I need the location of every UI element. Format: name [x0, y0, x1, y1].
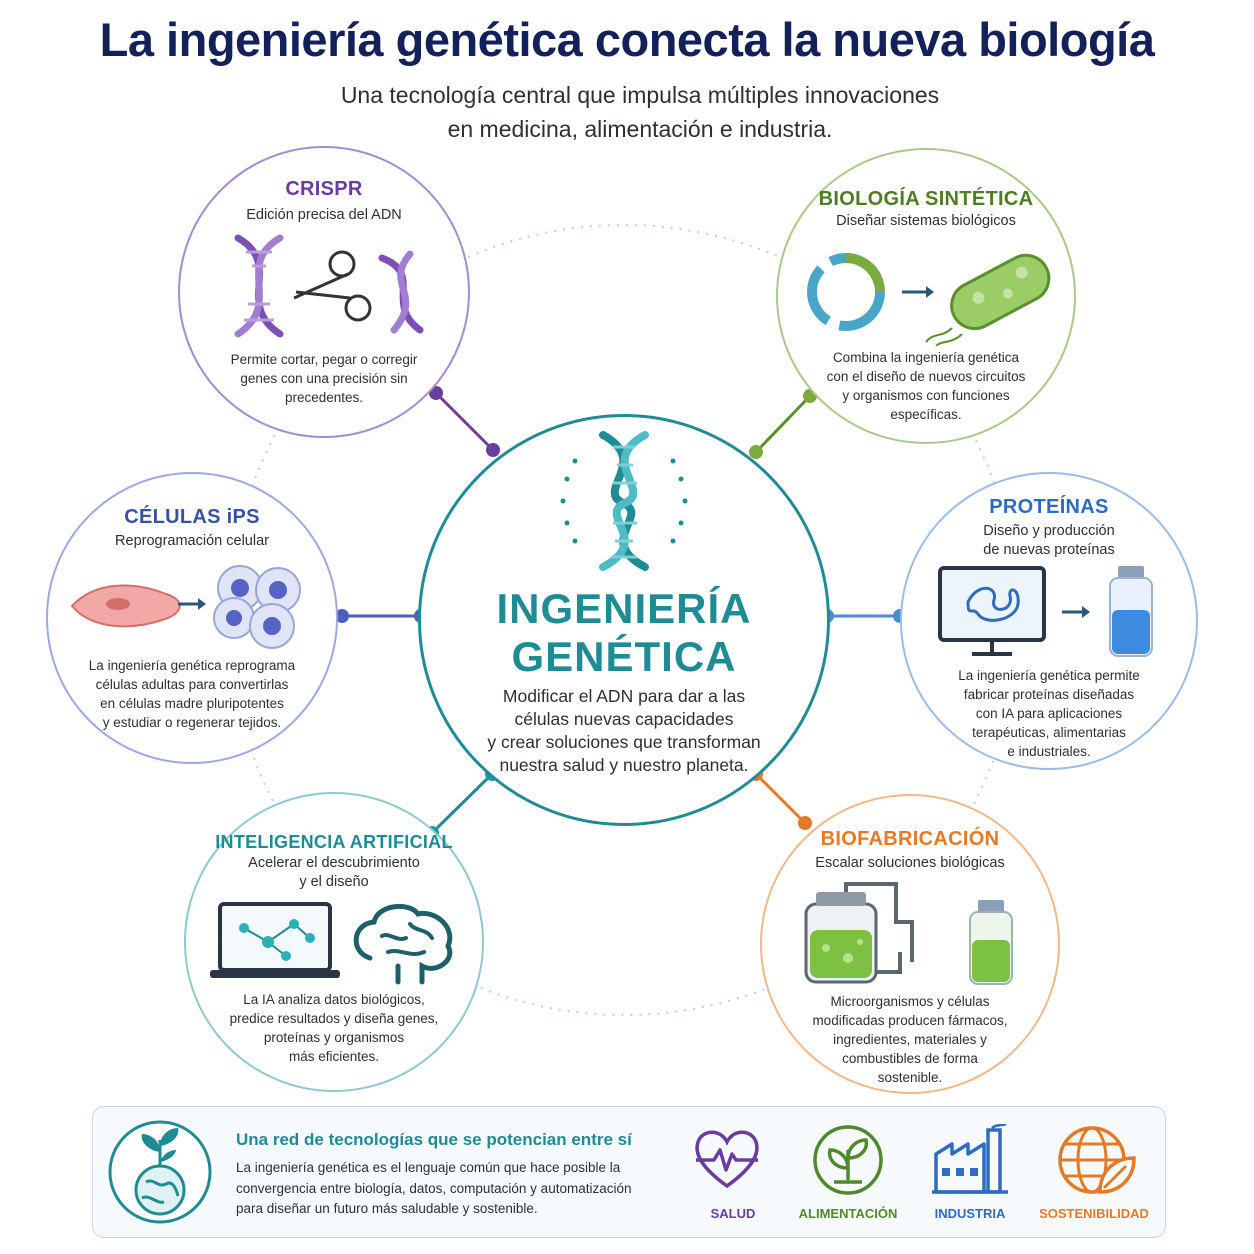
biofab-title: BIOFABRICACIÓN [820, 828, 1000, 850]
sprout-icon [813, 1125, 883, 1195]
proteinas-subtitle-line: de nuevas proteínas [983, 542, 1115, 558]
proteinas-desc-line: fabricar proteínas diseñadas [963, 687, 1135, 702]
laptop-brain-icon [210, 902, 453, 985]
center-desc-line: Modificar el ADN para dar a las [502, 686, 746, 706]
proteinas-desc-line: con IA para aplicaciones [975, 706, 1123, 721]
ia-desc-line: proteínas y organismos [263, 1030, 405, 1045]
proteinas-title: PROTEÍNAS [989, 496, 1109, 518]
biofab-desc-line: ingredientes, materiales y [833, 1032, 987, 1047]
page-subtitle: Una tecnología central que impulsa múlti… [240, 78, 1040, 146]
page-title: La ingeniería genética conecta la nueva … [99, 13, 1155, 66]
node-crispr: CRISPR Edición precisa del ADN Permite c… [178, 146, 470, 438]
circuit-bacteria-icon [807, 253, 1051, 346]
earth-sprout-icon [108, 1120, 212, 1224]
ia-desc-line: más eficientes. [288, 1049, 380, 1064]
ips-desc-line: células adultas para convertirlas [95, 677, 289, 692]
biofab-desc-line: modificadas producen fármacos, [812, 1013, 1008, 1028]
sintetica-desc-line: con el diseño de nuevos circuitos [826, 369, 1026, 384]
sintetica-desc-line: y organismos con funciones [842, 388, 1010, 403]
monitor-protein-vial-icon [938, 566, 1153, 657]
sintetica-desc-line: Combina la ingeniería genética [832, 350, 1020, 365]
ips-title: CÉLULAS iPS [124, 506, 260, 528]
node-celulas-ips: CÉLULAS iPS Reprogramación celular La in… [46, 472, 338, 764]
footer-text: La ingeniería genética es el lenguaje co… [236, 1158, 676, 1220]
subtitle-line-1: Una tecnología central que impulsa múlti… [340, 82, 940, 108]
biofab-subtitle: Escalar soluciones biológicas [815, 855, 1005, 871]
center-title: INGENIERÍA GENÉTICA [421, 585, 827, 681]
sintetica-subtitle: Diseñar sistemas biológicos [836, 213, 1016, 229]
biofab-description: Microorganismos y células modificadas pr… [792, 992, 1028, 1087]
sintetica-description: Combina la ingeniería genética con el di… [808, 348, 1044, 424]
sintetica-title: BIOLOGÍA SINTÉTICA [818, 188, 1034, 210]
globe-leaf-icon [1058, 1126, 1136, 1194]
subtitle-line-2: en medicina, alimentación e industria. [447, 116, 833, 142]
center-desc-line: células nuevas capacidades [514, 709, 734, 729]
center-description: Modificar el ADN para dar a las células … [461, 685, 787, 777]
impact-label-alimentacion: ALIMENTACIÓN [798, 1206, 898, 1221]
proteinas-desc-line: terapéuticas, alimentarias [972, 725, 1126, 740]
ips-subtitle: Reprogramación celular [115, 533, 269, 549]
impact-label-sostenibilidad: SOSTENIBILIDAD [1039, 1206, 1149, 1221]
ia-description: La IA analiza datos biológicos, predice … [216, 990, 452, 1066]
ia-subtitle-line: Acelerar el descubrimiento [248, 855, 420, 871]
heart-pulse-icon [695, 1130, 759, 1189]
spoke-sintetica [754, 394, 812, 454]
biofab-desc-line: Microorganismos y células [830, 994, 990, 1009]
dot-ips-outer [335, 609, 349, 623]
proteinas-subtitle-line: Diseño y producción [983, 523, 1115, 539]
dot-sintetica-inner [749, 445, 763, 459]
crispr-desc-line: precedentes. [284, 390, 364, 405]
spoke-ia [430, 772, 494, 835]
bioreactor-vial-icon [804, 882, 1013, 985]
crispr-desc-line: genes con una precisión sin [240, 371, 408, 386]
proteinas-description: La ingeniería genética permite fabricar … [932, 666, 1166, 761]
node-biologia-sintetica: BIOLOGÍA SINTÉTICA Diseñar sistemas biol… [776, 148, 1076, 444]
dot-biofab-outer [798, 816, 812, 830]
center-desc-line: y crear soluciones que transforman [487, 732, 761, 752]
dna-scissors-icon [234, 234, 424, 338]
crispr-title: CRISPR [285, 178, 363, 200]
ips-desc-line: La ingeniería genética reprograma [88, 658, 296, 673]
ips-description: La ingeniería genética reprograma célula… [78, 656, 306, 732]
crispr-subtitle: Edición precisa del ADN [246, 207, 402, 223]
ips-desc-line: en células madre pluripotentes [100, 696, 284, 711]
sintetica-desc-line: específicas. [890, 407, 962, 422]
node-biofabricacion: BIOFABRICACIÓN Escalar soluciones biológ… [760, 794, 1060, 1094]
spoke-biofab [754, 772, 807, 825]
spoke-crispr [434, 391, 495, 452]
node-ingenieria-genetica: INGENIERÍA GENÉTICA Modificar el ADN par… [418, 414, 830, 826]
ia-subtitle: Acelerar el descubrimiento y el diseño [186, 854, 482, 892]
proteinas-subtitle: Diseño y producción de nuevas proteínas [902, 522, 1196, 560]
center-title-line-2: GENÉTICA [511, 633, 737, 680]
center-desc-line: nuestra salud y nuestro planeta. [499, 755, 749, 775]
ia-desc-line: La IA analiza datos biológicos, [243, 992, 425, 1007]
factory-icon [932, 1124, 1008, 1194]
footer-text-line: convergencia entre biología, datos, comp… [236, 1180, 632, 1196]
crispr-description: Permite cortar, pegar o corregir genes c… [210, 350, 438, 407]
dot-crispr-inner [486, 443, 500, 457]
footer-text-line: para diseñar un futuro más saludable y s… [236, 1201, 538, 1216]
cell-reprogramming-icon [70, 565, 301, 649]
ia-subtitle-line: y el diseño [299, 874, 369, 890]
ia-desc-line: predice resultados y diseña genes, [229, 1011, 439, 1026]
node-inteligencia-artificial: INTELIGENCIA ARTIFICIAL Acelerar el desc… [184, 792, 484, 1092]
dna-helix-icon [560, 431, 688, 571]
center-title-line-1: INGENIERÍA [496, 585, 752, 632]
impact-label-salud: SALUD [710, 1206, 756, 1221]
ips-desc-line: y estudiar o regenerar tejidos. [102, 715, 282, 730]
proteinas-desc-line: e industriales. [1007, 744, 1091, 759]
crispr-desc-line: Permite cortar, pegar o corregir [230, 352, 418, 367]
footer-text-line: La ingeniería genética es el lenguaje co… [236, 1160, 621, 1175]
node-proteinas: PROTEÍNAS Diseño y producción de nuevas … [900, 472, 1198, 770]
impact-label-industria: INDUSTRIA [934, 1206, 1006, 1221]
biofab-desc-line: combustibles de forma [842, 1051, 978, 1066]
ia-title: INTELIGENCIA ARTIFICIAL [215, 832, 453, 852]
footer-title: Una red de tecnologías que se potencian … [236, 1130, 632, 1149]
proteinas-desc-line: La ingeniería genética permite [958, 668, 1140, 683]
biofab-desc-line: sostenible. [877, 1070, 943, 1085]
